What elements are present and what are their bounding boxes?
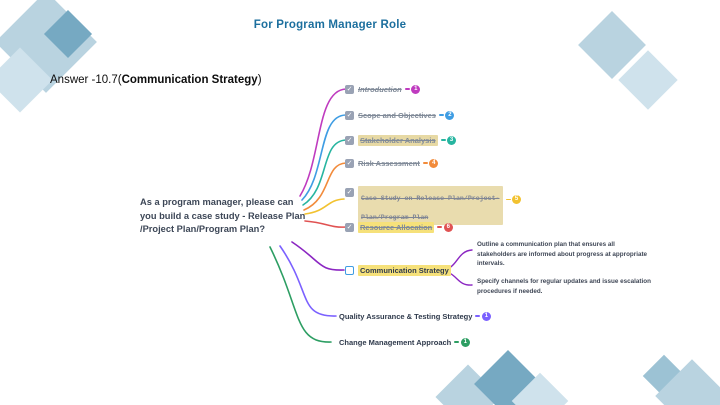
checkbox-checked-icon[interactable]: ✓ [345, 84, 354, 94]
badge-dash [404, 88, 410, 90]
note-communication-plan[interactable]: Outline a communication plan that ensure… [477, 240, 647, 269]
note-line: intervals. [477, 260, 505, 267]
collapsed-count-badge[interactable]: 4 [422, 158, 439, 168]
topic-label: Change Management Approach [339, 337, 452, 347]
note-line: procedures if needed. [477, 287, 543, 295]
badge-dash [475, 315, 481, 317]
badge-dash [437, 226, 443, 228]
root-topic-line: As a program manager, please can [140, 197, 294, 207]
badge-number: 2 [445, 110, 455, 120]
collapsed-count-badge[interactable]: 3 [440, 135, 457, 145]
badge-dash [505, 198, 511, 201]
branch-change-connector [269, 246, 332, 343]
collapsed-count-badge[interactable]: 1 [404, 84, 421, 94]
topic-label: Case Study on Release Plan/Project- Plan… [358, 186, 503, 225]
note-line: Outline a communication plan that ensure… [477, 241, 615, 248]
badge-number: 4 [429, 158, 439, 168]
branch-introduction-connector [299, 88, 347, 197]
badge-dash [440, 139, 446, 141]
topic-case-study[interactable]: ✓ Case Study on Release Plan/Project- Pl… [345, 186, 521, 225]
topic-label: Risk Assessment [358, 158, 420, 168]
badge-number: 1 [481, 311, 491, 321]
topic-label: Stakeholder Analysis [358, 134, 438, 146]
answer-text: Answer -10.7(Communication Strategy) [50, 74, 262, 86]
checkbox-checked-icon[interactable]: ✓ [345, 222, 354, 232]
page-title: For Program Manager Role [253, 19, 407, 31]
topic-risk-assessment[interactable]: ✓ Risk Assessment 4 [345, 156, 439, 170]
note-line: Specify channels for regular updates and… [477, 278, 651, 285]
topic-label: Communication Strategy [358, 264, 451, 276]
root-topic-line: you build a case study - Release Plan [140, 210, 306, 221]
collapsed-count-badge[interactable]: 5 [505, 195, 521, 204]
badge-dash [422, 162, 428, 164]
topic-label: Quality Assurance & Testing Strategy [339, 311, 473, 321]
collapsed-count-badge[interactable]: 6 [437, 222, 453, 232]
root-topic-line: /Project Plan/Program Plan? [140, 224, 266, 234]
topic-change-management[interactable]: Change Management Approach 1 [339, 335, 470, 349]
badge-number: 5 [512, 195, 521, 204]
topic-introduction[interactable]: ✓ Introduction 1 [345, 82, 421, 96]
checkbox-checked-icon[interactable]: ✓ [345, 110, 354, 120]
collapsed-count-badge[interactable]: 1 [454, 337, 470, 347]
note-channels[interactable]: Specify channels for regular updates and… [477, 277, 651, 296]
badge-number: 3 [447, 135, 457, 145]
collapsed-count-badge[interactable]: 1 [475, 311, 491, 321]
note-line: stakeholders are informed about progress… [477, 250, 648, 258]
checkbox-checked-icon[interactable]: ✓ [345, 158, 354, 168]
topic-label: Resource Allocation [358, 221, 435, 233]
topic-label: Introduction [358, 84, 402, 94]
checkbox-unchecked-icon[interactable] [345, 265, 354, 275]
branch-scope-connector [301, 114, 347, 201]
badge-number: 1 [460, 337, 470, 347]
topic-label: Scope and Objectives [358, 110, 436, 120]
badge-dash [438, 114, 444, 116]
topic-communication-strategy[interactable]: Communication Strategy [345, 263, 451, 277]
badge-number: 6 [443, 222, 453, 232]
topic-resource-allocation[interactable]: ✓ Resource Allocation 6 [345, 220, 453, 234]
topic-quality-assurance[interactable]: Quality Assurance & Testing Strategy 1 [339, 309, 491, 323]
topic-scope-and-objectives[interactable]: ✓ Scope and Objectives 2 [345, 108, 455, 122]
checkbox-checked-icon[interactable]: ✓ [345, 135, 354, 145]
topic-stakeholder-analysis[interactable]: ✓ Stakeholder Analysis 3 [345, 133, 457, 147]
root-topic[interactable]: As a program manager, please can you bui… [140, 196, 315, 237]
badge-dash [454, 341, 460, 343]
branch-communication-connector [291, 241, 345, 271]
badge-number: 1 [411, 84, 421, 94]
checkbox-checked-icon[interactable]: ✓ [345, 188, 354, 197]
collapsed-count-badge[interactable]: 2 [438, 110, 455, 120]
branch-quality-connector [279, 245, 337, 317]
